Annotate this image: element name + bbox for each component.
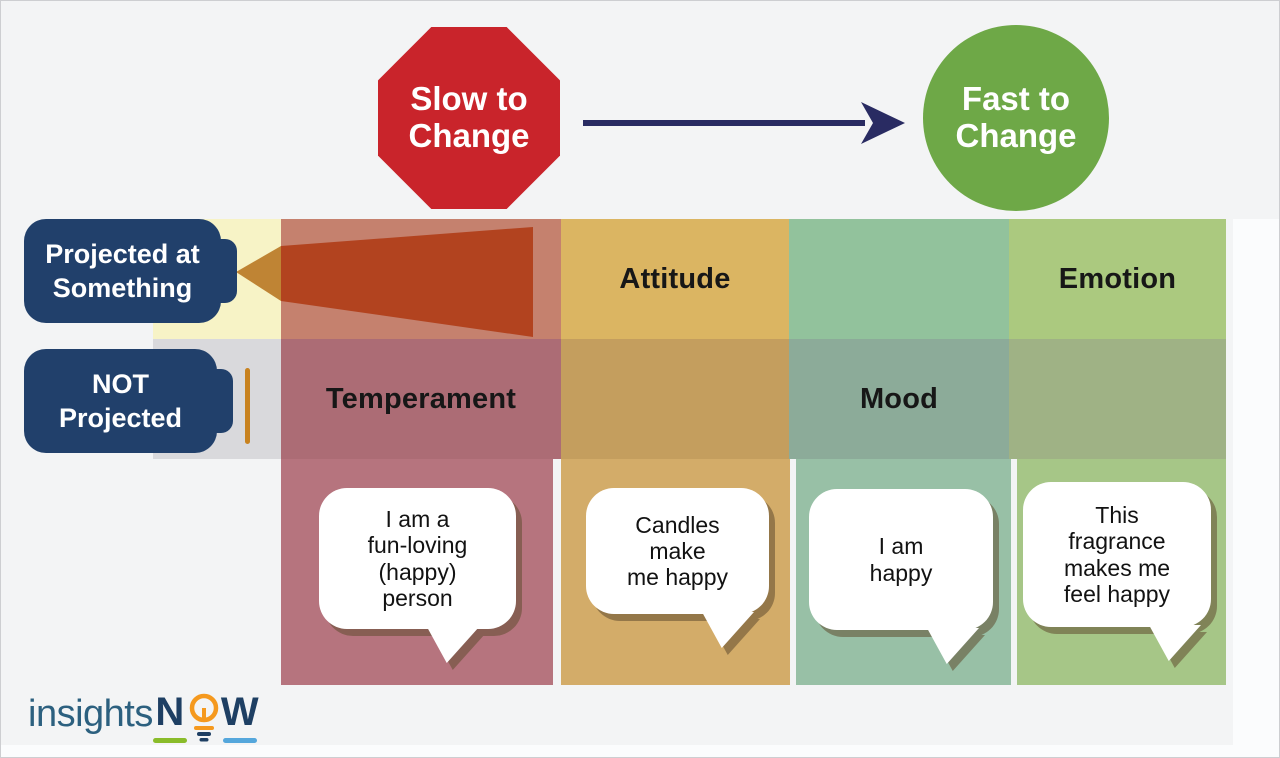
cell-attitude-not-projected [561,339,789,459]
speech-bubble-attitude: Candles make me happy [586,488,769,648]
bubble-line: Candles [635,511,720,538]
temperament-label: Temperament [325,382,517,415]
not-projected-line1: NOT [92,368,149,399]
go-circle-icon: Fast to Change [923,25,1109,211]
bubble-line: feel happy [1063,580,1171,607]
cell-attitude-projected: Attitude [561,219,789,339]
slow-to-change-label: Slow to Change [408,80,530,155]
mood-label: Mood [859,382,939,415]
bubble-line: I am [878,533,924,560]
bottom-white-strip [1,745,1279,757]
projector-beam-icon [236,227,533,337]
logo-letter-n: N [155,690,185,734]
bubble-line: fragrance [1068,528,1166,555]
projected-at-something-tag: Projected at Something [24,219,237,323]
logo-letter-w: W [220,690,259,734]
bubble-line: person [382,584,453,611]
bubble-line: make [649,537,706,564]
logo-word-insights: insights [28,693,153,735]
lightbulb-icon [189,693,219,742]
logo-letter-w-group: W [221,689,259,743]
attitude-label: Attitude [619,262,731,295]
bubble-line: I am a [385,506,450,533]
bubble-line: happy [869,559,933,586]
bubble-line: fun-loving [367,532,468,559]
fast-label-line2: Change [955,117,1077,154]
not-projected-line2: Projected [58,403,183,433]
logo-letter-n-group: N [152,689,187,743]
speech-bubble-mood: I am happy [809,489,993,664]
cell-temperament-not-projected: Temperament [281,339,561,459]
bubble-line: (happy) [378,558,457,585]
stop-sign-icon: Slow to Change [378,27,560,209]
right-white-strip [1233,219,1279,745]
slow-label-line1: Slow to [410,80,528,118]
cell-mood-not-projected: Mood [789,339,1009,459]
blue-dash-icon [222,738,257,743]
cell-emotion-projected: Emotion [1009,219,1226,339]
tag-tab [207,369,233,433]
insightsnow-logo: insights N W [28,689,259,749]
blocker-bar-icon [245,368,250,444]
fast-label-line1: Fast to [961,80,1071,118]
bubble-line: This [1095,502,1139,529]
cell-mood-projected [789,219,1009,339]
tag-tab [211,239,237,303]
green-dash-icon [152,738,187,743]
projected-line2: Something [52,273,193,303]
speech-bubble-temperament: I am a fun-loving (happy) person [319,488,516,663]
projected-line1: Projected at [45,238,200,269]
right-arrow-icon [583,102,905,144]
emotion-label: Emotion [1058,262,1177,295]
bubble-line: makes me [1063,554,1171,581]
speech-bubble-emotion: This fragrance makes me feel happy [1023,482,1211,661]
bubble-line: me happy [626,564,728,591]
not-projected-tag: NOT Projected [24,349,233,453]
cell-emotion-not-projected [1009,339,1226,459]
slow-label-line2: Change [408,117,530,154]
fast-to-change-label: Fast to Change [955,80,1077,155]
